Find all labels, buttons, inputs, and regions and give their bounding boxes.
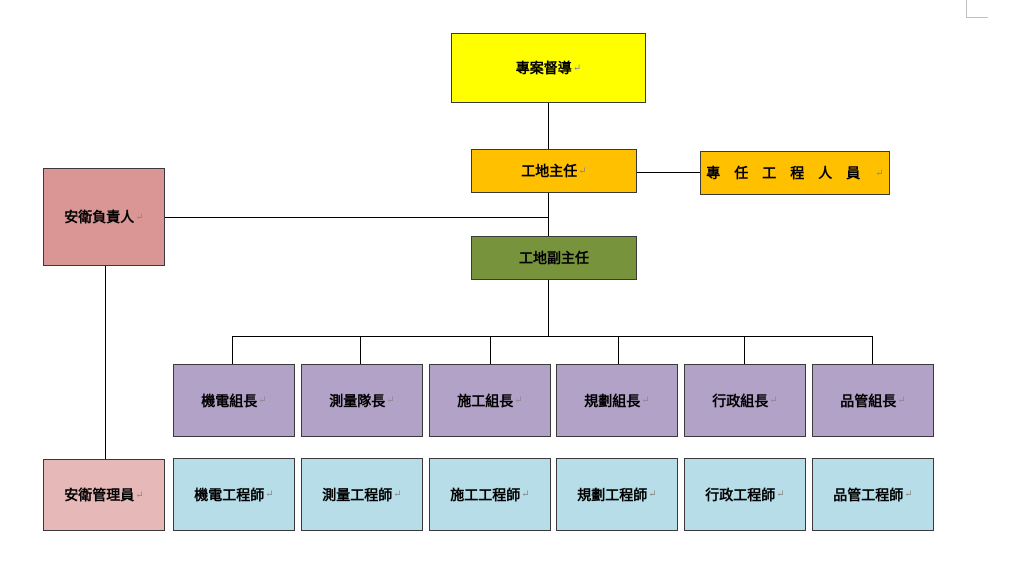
paragraph-mark-icon: ↵	[135, 211, 144, 223]
paragraph-mark-icon: ↵	[776, 489, 785, 500]
node-label: 規劃工程師	[577, 487, 648, 504]
node-site-director: 工地主任↵	[471, 149, 637, 193]
paragraph-mark-icon: ↵	[265, 489, 274, 500]
node-deputy-director: 工地副主任	[471, 236, 637, 280]
node-label: 專任工程人員	[706, 166, 875, 182]
node-label: 規劃組長	[584, 393, 641, 410]
node-engineer-survey: 測量工程師↵	[301, 458, 423, 531]
connector-leader-6	[872, 336, 873, 365]
connector-leader-1	[232, 336, 233, 365]
node-label: 專案督導	[515, 61, 572, 77]
node-leader-construction: 施工組長↵	[429, 364, 551, 437]
paragraph-mark-icon: ↵	[769, 395, 778, 406]
connector-supervisor-to-director	[548, 102, 549, 150]
connector-leader-5	[744, 336, 745, 365]
node-label: 測量工程師	[322, 487, 393, 504]
paragraph-mark-icon: ↵	[258, 395, 267, 406]
node-label: 工地副主任	[519, 251, 589, 267]
connector-leaders-bus	[232, 336, 873, 337]
node-engineer-qc: 品管工程師↵	[812, 458, 934, 531]
node-label: 品管組長	[840, 393, 897, 410]
node-dedicated-engineer: 專任工程人員↵	[700, 151, 890, 195]
paragraph-mark-icon: ↵	[875, 167, 884, 179]
paragraph-mark-icon: ↵	[572, 62, 582, 74]
node-leader-qc: 品管組長↵	[812, 364, 934, 437]
node-label: 機電工程師	[194, 487, 265, 504]
node-label: 施工工程師	[450, 487, 521, 504]
node-label: 安衛管理員	[64, 488, 135, 504]
paragraph-mark-icon: ↵	[386, 395, 395, 406]
node-label: 測量隊長	[329, 393, 386, 410]
connector-leader-3	[490, 336, 491, 365]
node-leader-mep: 機電組長↵	[173, 364, 295, 437]
page-corner-mark-h	[966, 17, 988, 18]
page-corner-mark-v	[966, 0, 967, 18]
connector-deputy-down	[548, 279, 549, 337]
paragraph-mark-icon: ↵	[648, 489, 657, 500]
node-engineer-planning: 規劃工程師↵	[556, 458, 678, 531]
paragraph-mark-icon: ↵	[578, 165, 587, 177]
node-supervisor: 專案督導↵	[451, 33, 646, 103]
node-label: 行政組長	[712, 393, 769, 410]
node-label: 機電組長	[201, 393, 258, 410]
connector-safety-head-to-officer	[105, 265, 106, 460]
connector-director-to-engineer	[636, 172, 701, 173]
node-engineer-admin: 行政工程師↵	[684, 458, 806, 531]
paragraph-mark-icon: ↵	[135, 489, 144, 501]
node-label: 行政工程師	[705, 487, 776, 504]
paragraph-mark-icon: ↵	[393, 489, 402, 500]
paragraph-mark-icon: ↵	[521, 489, 530, 500]
node-label: 安衛負責人	[64, 210, 135, 226]
node-engineer-mep: 機電工程師↵	[173, 458, 295, 531]
connector-leader-4	[618, 336, 619, 365]
paragraph-mark-icon: ↵	[514, 395, 523, 406]
node-leader-survey: 測量隊長↵	[301, 364, 423, 437]
node-leader-admin: 行政組長↵	[684, 364, 806, 437]
connector-leader-2	[360, 336, 361, 365]
paragraph-mark-icon: ↵	[897, 395, 906, 406]
node-safety-head: 安衛負責人↵	[43, 168, 165, 266]
node-label: 工地主任	[521, 164, 578, 180]
node-label: 施工組長	[457, 393, 514, 410]
paragraph-mark-icon: ↵	[904, 489, 913, 500]
node-leader-planning: 規劃組長↵	[556, 364, 678, 437]
connector-safety-head-to-spine	[164, 217, 549, 218]
node-safety-officer: 安衛管理員↵	[43, 459, 165, 531]
node-engineer-construction: 施工工程師↵	[429, 458, 551, 531]
paragraph-mark-icon: ↵	[641, 395, 650, 406]
connector-director-to-deputy	[548, 192, 549, 237]
node-label: 品管工程師	[833, 487, 904, 504]
